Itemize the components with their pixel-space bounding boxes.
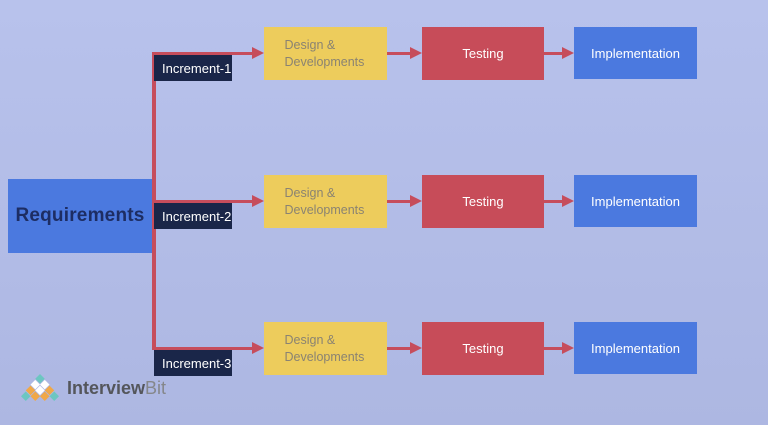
- arrowhead-to-implementation-icon: [562, 195, 574, 207]
- increment-3-label-box: Increment-3: [154, 350, 232, 376]
- increment-1-label-box: Increment-1: [154, 55, 232, 81]
- requirements-box: Requirements: [8, 179, 152, 253]
- implementation-label: Implementation: [591, 193, 680, 209]
- interviewbit-logo: InterviewBit: [21, 374, 166, 401]
- implementation-label: Implementation: [591, 45, 680, 61]
- implementation-box: Implementation: [574, 175, 697, 227]
- increment-row-2: Increment-2 Design & Developments Testin…: [0, 175, 768, 229]
- arrowhead-to-testing-icon: [410, 47, 422, 59]
- testing-label: Testing: [462, 341, 504, 356]
- arrow-line-to-implementation: [544, 52, 563, 55]
- arrow-line-to-implementation: [544, 200, 563, 203]
- arrow-line-to-design: [152, 52, 252, 55]
- arrow-line-to-implementation: [544, 347, 563, 350]
- arrow-line-to-testing: [387, 347, 411, 350]
- interviewbit-logo-icon: [21, 374, 59, 401]
- increment-2-label-box: Increment-2: [154, 203, 232, 229]
- interviewbit-logo-text: InterviewBit: [67, 379, 166, 397]
- arrowhead-to-implementation-icon: [562, 47, 574, 59]
- testing-label: Testing: [462, 194, 504, 209]
- design-developments-label: Design & Developments: [284, 332, 365, 364]
- design-developments-box: Design & Developments: [264, 322, 387, 375]
- increment-row-3: Increment-3 Design & Developments Testin…: [0, 322, 768, 376]
- testing-box: Testing: [422, 175, 544, 228]
- testing-box: Testing: [422, 27, 544, 80]
- implementation-box: Implementation: [574, 27, 697, 79]
- arrowhead-to-implementation-icon: [562, 342, 574, 354]
- arrow-line-to-testing: [387, 200, 411, 203]
- arrowhead-to-design-icon: [252, 342, 264, 354]
- design-developments-label: Design & Developments: [284, 37, 365, 69]
- requirements-label: Requirements: [15, 205, 145, 226]
- arrowhead-to-design-icon: [252, 195, 264, 207]
- design-developments-box: Design & Developments: [264, 175, 387, 228]
- arrowhead-to-testing-icon: [410, 342, 422, 354]
- logo-text-bit: Bit: [145, 377, 167, 398]
- testing-box: Testing: [422, 322, 544, 375]
- arrow-line-to-design: [152, 347, 252, 350]
- arrowhead-to-testing-icon: [410, 195, 422, 207]
- increment-3-label: Increment-3: [162, 355, 232, 371]
- increment-1-label: Increment-1: [162, 60, 232, 76]
- logo-text-interview: Interview: [67, 377, 146, 398]
- testing-label: Testing: [462, 46, 504, 61]
- design-developments-label: Design & Developments: [284, 185, 365, 217]
- increment-row-1: Increment-1 Design & Developments Testin…: [0, 27, 768, 81]
- arrow-line-to-design: [152, 200, 252, 203]
- arrow-line-to-testing: [387, 52, 411, 55]
- increment-2-label: Increment-2: [162, 208, 232, 224]
- implementation-label: Implementation: [591, 340, 680, 356]
- implementation-box: Implementation: [574, 322, 697, 374]
- arrowhead-to-design-icon: [252, 47, 264, 59]
- design-developments-box: Design & Developments: [264, 27, 387, 80]
